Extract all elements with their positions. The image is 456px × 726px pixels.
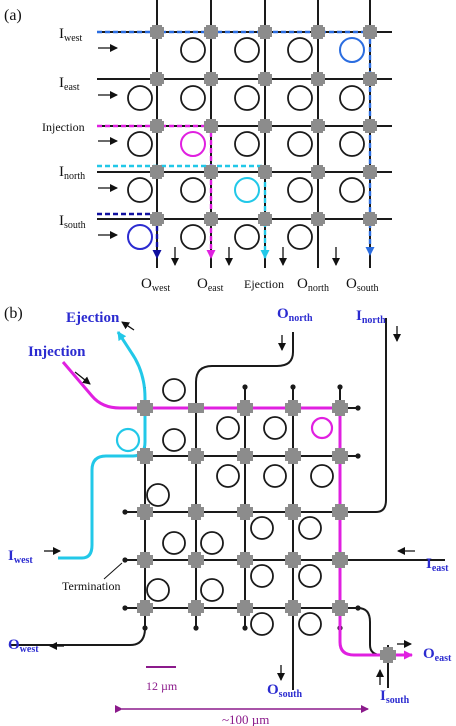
label-a-i-north: Inorth xyxy=(59,164,85,182)
label-b-o-west: Owest xyxy=(8,637,39,655)
label-a-o-west: Owest xyxy=(141,276,170,294)
label-b-injection: Injection xyxy=(28,344,86,360)
panel-a-vertical-waveguides xyxy=(156,0,371,268)
panel-b-label: (b) xyxy=(4,305,23,322)
label-b-termination: Termination xyxy=(62,579,120,593)
panel-b-ring-resonators xyxy=(146,378,334,636)
panel-b-active-ring-magenta xyxy=(310,416,334,440)
scale-bar-small-label: 12 µm xyxy=(146,679,178,693)
panel-a-input-arrows xyxy=(98,44,118,239)
label-a-i-west: Iwest xyxy=(59,26,83,44)
panel-b: (b) xyxy=(4,305,452,726)
panel-b-cyan-path xyxy=(58,331,147,560)
label-b-i-east: Ieast xyxy=(426,556,449,574)
label-b-o-east: Oeast xyxy=(423,646,452,664)
panel-a-south-path xyxy=(97,212,162,259)
label-a-ejection: Ejection xyxy=(244,277,284,291)
panel-a-active-ring-north xyxy=(234,177,260,203)
panel-a-ring-resonators xyxy=(127,37,365,250)
panel-a: (a) xyxy=(4,0,392,294)
label-a-i-south: Isouth xyxy=(59,213,86,231)
panel-a-injection-path xyxy=(97,124,216,259)
label-a-o-north: Onorth xyxy=(297,276,329,294)
label-b-ejection: Ejection xyxy=(66,310,120,326)
panel-a-output-arrows xyxy=(171,247,340,266)
label-a-o-south: Osouth xyxy=(346,276,379,294)
panel-a-label: (a) xyxy=(4,7,22,24)
panel-b-active-ring-cyan xyxy=(115,427,141,453)
panel-a-active-ring-injection xyxy=(180,131,206,157)
panel-b-waveguides xyxy=(10,318,445,690)
panel-b-switches xyxy=(137,400,396,663)
label-b-i-west: Iwest xyxy=(8,548,33,566)
label-a-o-east: Oeast xyxy=(197,276,224,294)
label-a-injection: Injection xyxy=(42,120,85,134)
panel-a-active-ring-west xyxy=(339,37,365,63)
scale-bar-large-label: ~100 µm xyxy=(222,712,269,726)
label-b-i-south: Isouth xyxy=(380,688,410,706)
panel-a-active-ring-south xyxy=(127,224,153,250)
label-b-i-north: Inorth xyxy=(356,308,386,326)
label-a-i-east: Ieast xyxy=(59,75,80,93)
label-b-o-south: Osouth xyxy=(267,682,302,700)
panel-a-switches xyxy=(150,25,377,226)
label-b-o-north: Onorth xyxy=(277,306,313,324)
termination-leader-line xyxy=(103,562,123,580)
panel-a-west-path xyxy=(97,30,375,256)
panel-b-direction-arrows xyxy=(44,321,415,685)
